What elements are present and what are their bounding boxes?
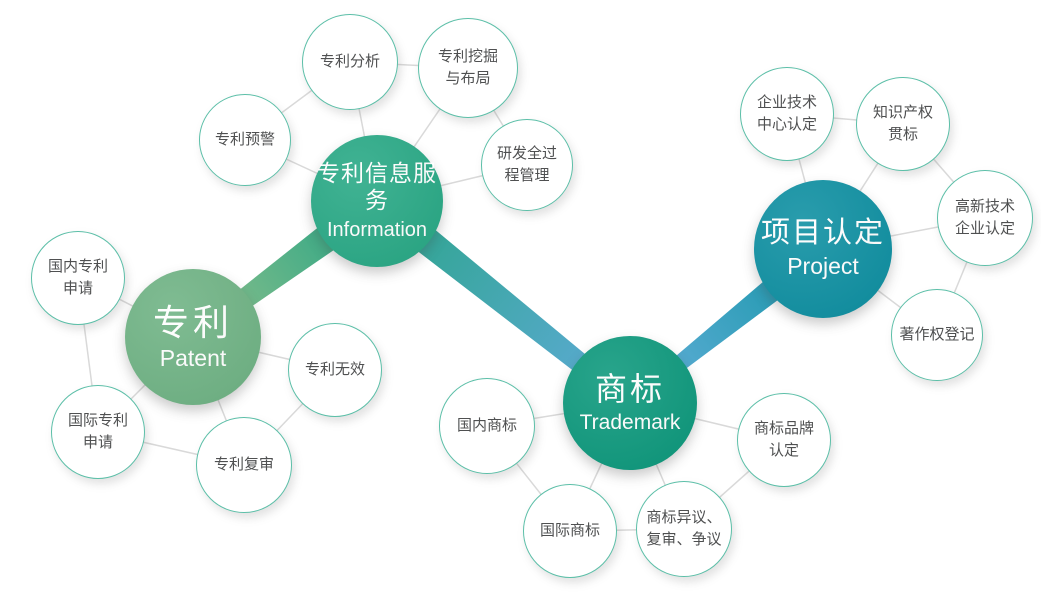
node-label: 国内专利 申请 xyxy=(47,258,108,297)
node-label: 著作权登记 xyxy=(899,326,975,344)
node-label: 高新技术 企业认定 xyxy=(954,198,1015,237)
hub-trademark: 商标 Trademark xyxy=(563,336,697,470)
node-label: 专利预警 xyxy=(214,131,275,149)
hub-subtitle: Trademark xyxy=(579,411,681,435)
node-label: 专利无效 xyxy=(304,361,365,379)
ribbon-information-trademark xyxy=(367,189,636,410)
node-copyright-registration: 著作权登记 xyxy=(891,289,983,381)
node-international-patent: 国际专利 申请 xyxy=(51,385,145,479)
node-label: 国际商标 xyxy=(539,522,600,540)
node-patent-invalid: 专利无效 xyxy=(288,323,382,417)
node-label: 研发全过 程管理 xyxy=(496,145,557,184)
hub-information: 专利信息服务 Information xyxy=(311,135,443,267)
node-hightech-enterprise: 高新技术 企业认定 xyxy=(937,170,1033,266)
node-label: 国际专利 申请 xyxy=(67,412,128,451)
node-rd-process: 研发全过 程管理 xyxy=(481,119,573,211)
hub-patent: 专利 Patent xyxy=(125,269,261,405)
node-international-trademark: 国际商标 xyxy=(523,484,617,578)
node-label: 国内商标 xyxy=(456,417,517,435)
node-label: 商标异议、 复审、争议 xyxy=(646,509,722,548)
hub-project: 项目认定 Project xyxy=(754,180,892,318)
hub-title: 专利信息服务 xyxy=(317,160,437,213)
hub-title: 专利 xyxy=(152,301,233,343)
node-domestic-trademark: 国内商标 xyxy=(439,378,535,474)
node-label: 专利复审 xyxy=(213,456,274,474)
hub-title: 项目认定 xyxy=(760,217,885,250)
node-trademark-brand: 商标品牌 认定 xyxy=(737,393,831,487)
node-patent-reexam: 专利复审 xyxy=(196,417,292,513)
node-trademark-opposition: 商标异议、 复审、争议 xyxy=(636,481,732,577)
node-patent-mining: 专利挖掘 与布局 xyxy=(418,18,518,118)
node-label: 商标品牌 认定 xyxy=(753,420,814,459)
node-ip-standard: 知识产权 贯标 xyxy=(856,77,950,171)
node-patent-analysis: 专利分析 xyxy=(302,14,398,110)
node-label: 专利分析 xyxy=(319,53,380,71)
node-patent-warning: 专利预警 xyxy=(199,94,291,186)
node-domestic-patent: 国内专利 申请 xyxy=(31,231,125,325)
node-label: 知识产权 贯标 xyxy=(872,104,933,143)
hub-subtitle: Project xyxy=(787,253,859,280)
hub-title: 商标 xyxy=(594,370,665,407)
node-label: 企业技术 中心认定 xyxy=(756,94,817,133)
hub-subtitle: Patent xyxy=(159,344,227,371)
node-label: 专利挖掘 与布局 xyxy=(437,48,498,87)
node-enterprise-tech-center: 企业技术 中心认定 xyxy=(740,67,834,161)
hub-subtitle: Information xyxy=(326,218,428,241)
